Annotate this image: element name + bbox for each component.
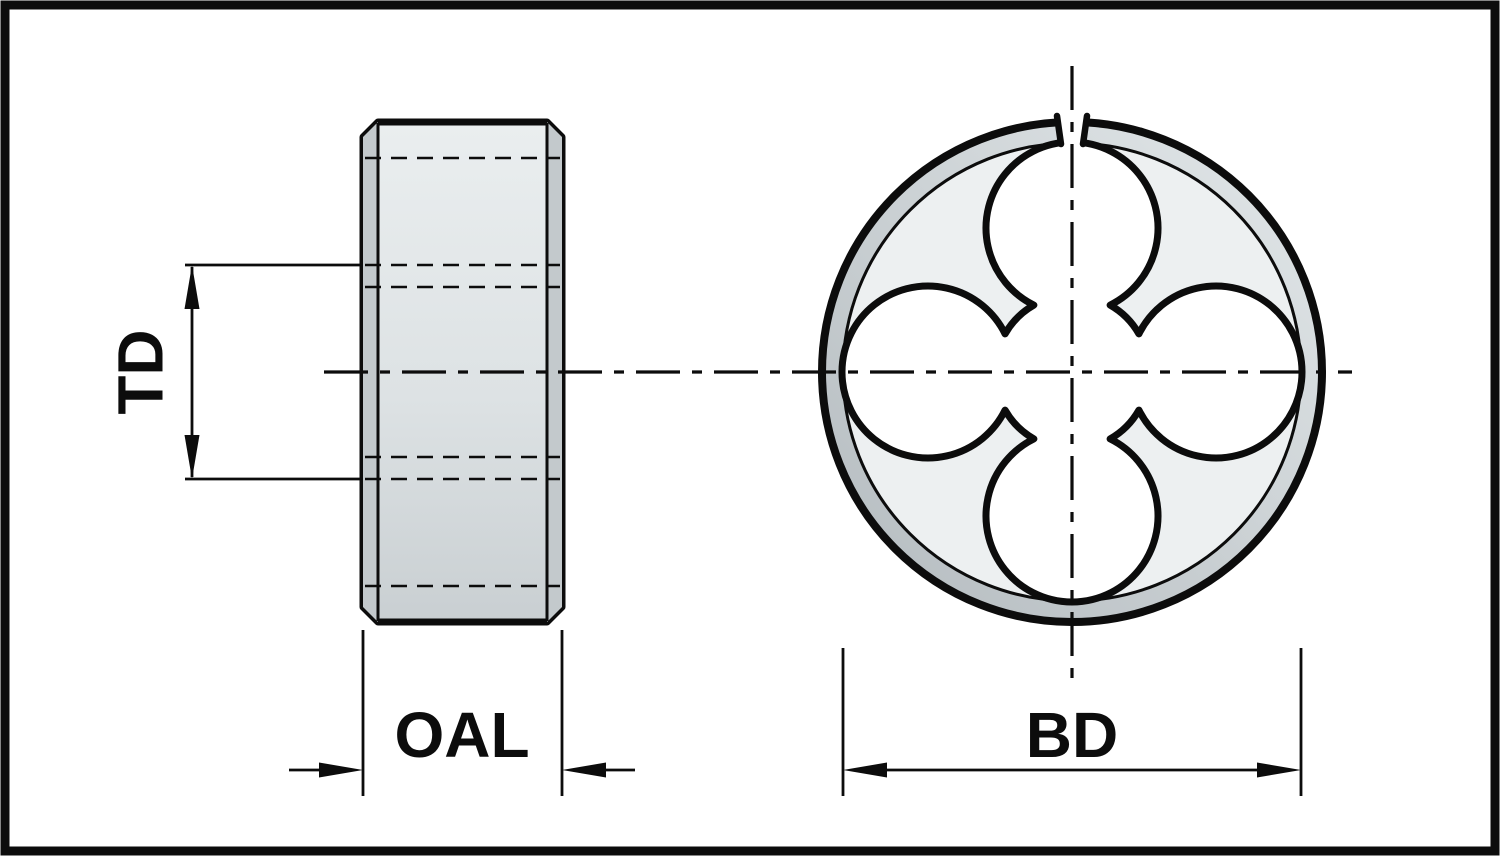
hidden-thread-lines — [365, 156, 560, 588]
cutting-holes — [838, 138, 1306, 606]
bd-arrowhead-left — [843, 762, 887, 778]
right-chamfer-strip — [547, 122, 562, 622]
td-arrowhead-down — [184, 435, 200, 479]
center-lines — [324, 66, 1352, 682]
slot-left-edge — [1053, 112, 1065, 148]
oal-dimension: OAL — [289, 630, 635, 796]
td-dimension: TD — [104, 263, 361, 481]
oal-arrowhead-right — [562, 762, 606, 778]
front-view — [818, 108, 1326, 626]
td-label: TD — [104, 329, 176, 414]
bd-dimension: BD — [841, 648, 1303, 796]
oal-label: OAL — [394, 699, 529, 771]
bd-arrowhead-right — [1257, 762, 1301, 778]
oal-arrowhead-left — [319, 762, 363, 778]
left-chamfer-strip — [363, 122, 378, 622]
slot-right-edge — [1079, 112, 1091, 148]
bd-label: BD — [1026, 699, 1118, 771]
td-arrowhead-up — [184, 265, 200, 309]
